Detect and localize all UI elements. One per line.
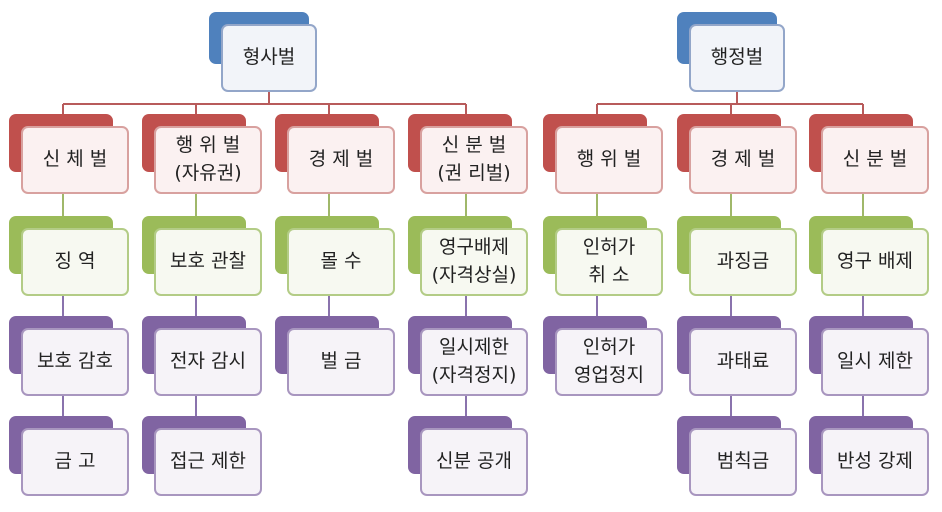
criminal-item-node: 영구배제 (자격상실) (408, 216, 528, 296)
node-box: 신 분 벌 (권 리벌) (420, 126, 528, 194)
node-label: 보호 감호 (37, 350, 113, 373)
criminal-item-node: 몰 수 (275, 216, 395, 296)
node-label: 일시제한 (자격정지) (431, 336, 517, 386)
node-box: 영구 배제 (821, 228, 929, 296)
administrative-item-node: 과태료 (677, 316, 797, 396)
administrative-item-node: 영구 배제 (809, 216, 929, 296)
criminal-item-node: 보호 감호 (9, 316, 129, 396)
administrative-category-node: 신 분 벌 (809, 114, 929, 194)
administrative-item-node: 일시 제한 (809, 316, 929, 396)
node-label: 인허가 취 소 (582, 236, 636, 286)
criminal-category-node: 신 체 벌 (9, 114, 129, 194)
node-label: 행정벌 (710, 46, 764, 69)
criminal-category-node: 경 제 벌 (275, 114, 395, 194)
node-box: 몰 수 (287, 228, 395, 296)
node-box: 신 체 벌 (21, 126, 129, 194)
node-label: 인허가 영업정지 (574, 336, 644, 386)
administrative-category-node: 행 위 벌 (543, 114, 663, 194)
administrative-root-node: 행정벌 (677, 12, 785, 92)
node-box: 일시 제한 (821, 328, 929, 396)
node-box: 범칙금 (689, 428, 797, 496)
node-box: 보호 감호 (21, 328, 129, 396)
node-label: 신 분 벌 (842, 148, 908, 171)
node-box: 영구배제 (자격상실) (420, 228, 528, 296)
node-label: 과징금 (716, 250, 770, 273)
node-box: 보호 관찰 (154, 228, 262, 296)
administrative-item-node: 인허가 영업정지 (543, 316, 663, 396)
node-label: 영구 배제 (837, 250, 913, 273)
criminal-item-node: 접근 제한 (142, 416, 262, 496)
administrative-item-node: 인허가 취 소 (543, 216, 663, 296)
criminal-item-node: 금 고 (9, 416, 129, 496)
node-box: 과태료 (689, 328, 797, 396)
node-box: 형사벌 (221, 24, 317, 92)
criminal-item-node: 벌 금 (275, 316, 395, 396)
node-box: 일시제한 (자격정지) (420, 328, 528, 396)
node-box: 반성 강제 (821, 428, 929, 496)
criminal-item-node: 전자 감시 (142, 316, 262, 396)
administrative-item-node: 범칙금 (677, 416, 797, 496)
criminal-item-node: 보호 관찰 (142, 216, 262, 296)
criminal-item-node: 일시제한 (자격정지) (408, 316, 528, 396)
node-label: 신 체 벌 (42, 148, 108, 171)
node-box: 인허가 영업정지 (555, 328, 663, 396)
criminal-category-node: 행 위 벌 (자유권) (142, 114, 262, 194)
node-label: 보호 관찰 (170, 250, 246, 273)
node-label: 징 역 (54, 250, 96, 273)
node-box: 금 고 (21, 428, 129, 496)
node-box: 행 위 벌 (555, 126, 663, 194)
node-label: 전자 감시 (170, 350, 246, 373)
administrative-category-node: 경 제 벌 (677, 114, 797, 194)
node-label: 범칙금 (716, 450, 770, 473)
node-label: 접근 제한 (170, 450, 246, 473)
node-label: 벌 금 (320, 350, 362, 373)
node-label: 형사벌 (242, 46, 296, 69)
criminal-root-node: 형사벌 (209, 12, 317, 92)
criminal-item-node: 징 역 (9, 216, 129, 296)
node-box: 신 분 벌 (821, 126, 929, 194)
administrative-item-node: 과징금 (677, 216, 797, 296)
node-label: 신 분 벌 (권 리벌) (437, 134, 511, 184)
administrative-item-node: 반성 강제 (809, 416, 929, 496)
node-label: 경 제 벌 (308, 148, 374, 171)
node-box: 경 제 벌 (287, 126, 395, 194)
node-box: 신분 공개 (420, 428, 528, 496)
node-box: 인허가 취 소 (555, 228, 663, 296)
node-box: 접근 제한 (154, 428, 262, 496)
node-label: 일시 제한 (837, 350, 913, 373)
criminal-category-node: 신 분 벌 (권 리벌) (408, 114, 528, 194)
node-label: 신분 공개 (436, 450, 512, 473)
node-label: 몰 수 (320, 250, 362, 273)
node-box: 벌 금 (287, 328, 395, 396)
node-label: 행 위 벌 (자유권) (174, 134, 242, 184)
node-box: 경 제 벌 (689, 126, 797, 194)
criminal-item-node: 신분 공개 (408, 416, 528, 496)
node-label: 금 고 (54, 450, 96, 473)
node-box: 과징금 (689, 228, 797, 296)
node-label: 영구배제 (자격상실) (431, 236, 517, 286)
node-box: 행정벌 (689, 24, 785, 92)
node-label: 과태료 (716, 350, 770, 373)
node-label: 반성 강제 (837, 450, 913, 473)
node-box: 징 역 (21, 228, 129, 296)
node-box: 전자 감시 (154, 328, 262, 396)
node-box: 행 위 벌 (자유권) (154, 126, 262, 194)
node-label: 경 제 벌 (710, 148, 776, 171)
node-label: 행 위 벌 (576, 148, 642, 171)
